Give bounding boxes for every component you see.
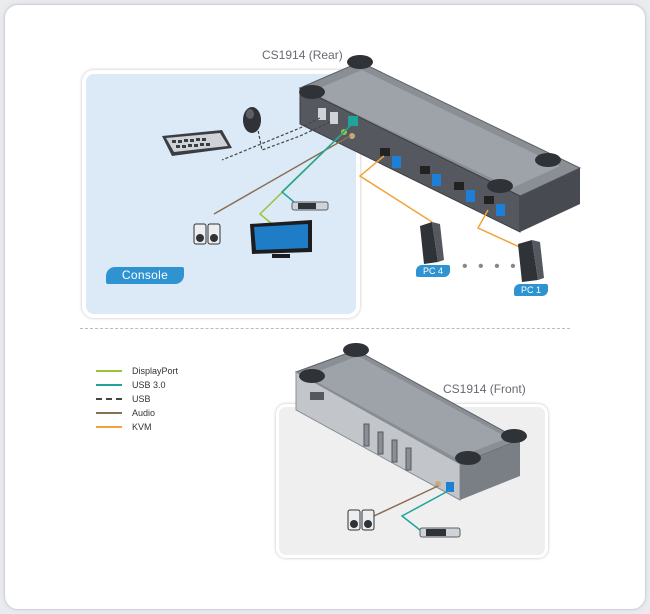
pc-4-icon: [420, 222, 444, 264]
front-speakers-icon: [347, 509, 375, 531]
legend-swatch-displayport: [96, 370, 122, 372]
legend-swatch-usb: [96, 398, 122, 400]
mouse-icon: [243, 107, 261, 133]
legend-item-usb: USB: [96, 392, 178, 406]
pc-4-label: PC 4: [416, 265, 450, 277]
kvm-switch-rear: [298, 55, 582, 233]
legend-item-kvm: KVM: [96, 420, 178, 434]
pc-1-label: PC 1: [514, 284, 548, 296]
pc-ellipsis: • • • •: [462, 258, 519, 275]
front-usb-drive-icon: [419, 527, 461, 538]
rear-label: CS1914 (Rear): [262, 48, 343, 62]
legend-item-audio: Audio: [96, 406, 178, 420]
front-label: CS1914 (Front): [443, 382, 526, 396]
legend-item-usb3: USB 3.0: [96, 378, 178, 392]
legend-swatch-audio: [96, 412, 122, 414]
legend-label: Audio: [132, 408, 156, 418]
front-cables: [373, 485, 451, 531]
console-badge: Console: [106, 267, 184, 284]
usb-drive-icon: [291, 201, 329, 211]
legend-swatch-usb3: [96, 384, 122, 386]
legend-label: DisplayPort: [132, 366, 179, 376]
rear-cables: [213, 117, 527, 251]
pc-1-icon: [518, 240, 544, 282]
section-divider: [80, 328, 570, 329]
legend: DisplayPort USB 3.0 USB Audio KVM: [96, 364, 178, 434]
legend-label: USB: [132, 394, 151, 404]
speakers-icon: [193, 223, 221, 245]
kvm-switch-front: [294, 343, 527, 501]
monitor-icon: [250, 220, 312, 258]
keyboard-icon: [162, 130, 232, 156]
legend-item-displayport: DisplayPort: [96, 364, 178, 378]
legend-label: USB 3.0: [132, 380, 166, 390]
legend-label: KVM: [132, 422, 152, 432]
legend-swatch-kvm: [96, 426, 122, 428]
